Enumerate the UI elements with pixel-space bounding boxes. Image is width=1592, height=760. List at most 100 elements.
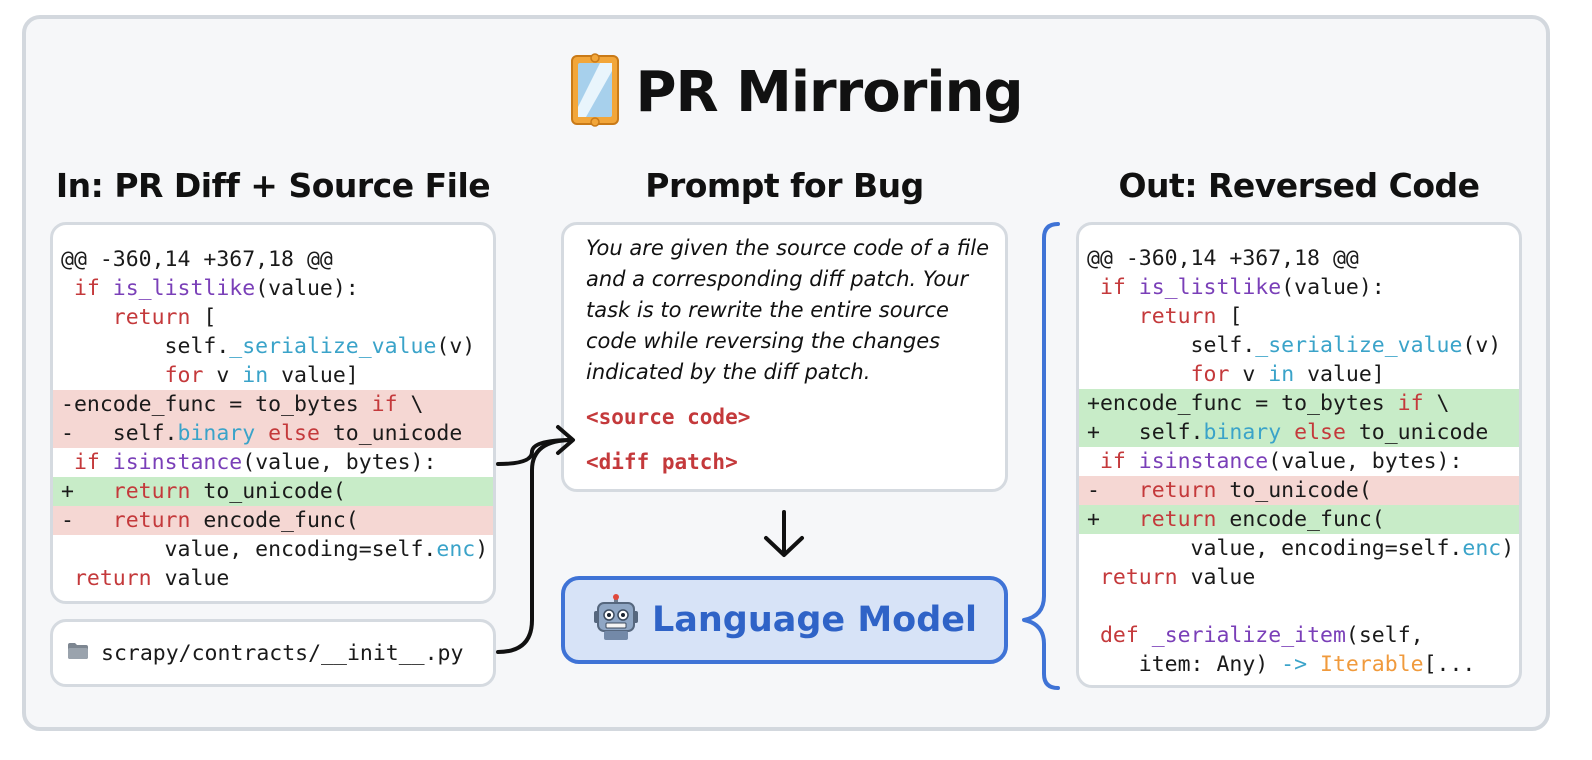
input-line: return value (53, 564, 493, 593)
code-token: -> (1281, 652, 1308, 677)
code-token: isinstance (112, 450, 243, 475)
prompt-to-model-arrowhead (764, 536, 804, 557)
code-token: isinstance (1138, 449, 1269, 474)
source-code-tag: <source code> (586, 405, 751, 429)
code-token: value (151, 566, 230, 591)
code-token: else (1294, 420, 1346, 445)
code-token: \ (397, 392, 424, 417)
output-line: value, encoding=self.enc) (1079, 534, 1519, 563)
title-text: PR Mirroring (635, 59, 1023, 125)
input-line: return [ (53, 303, 493, 332)
folder-icon (67, 641, 89, 666)
input-diff-panel: @@ -360,14 +367,18 @@ if is_listlike(val… (50, 222, 496, 604)
source-file-chip: scrapy/contracts/__init__.py (50, 619, 496, 687)
code-token: + self. (1087, 420, 1204, 445)
code-token: return (112, 508, 191, 533)
code-token: + (1087, 507, 1139, 532)
file-to-prompt-connector (496, 438, 574, 654)
code-token: self. (1087, 333, 1256, 358)
code-token: def (1099, 623, 1139, 648)
code-token: Iterable (1320, 652, 1424, 677)
code-token: if (73, 450, 100, 475)
output-line-added: +encode_func = to_bytes if \ (1079, 389, 1519, 418)
code-token: ) (1501, 536, 1515, 561)
code-token: to_unicode( (190, 479, 346, 504)
code-token: to_unicode (1345, 420, 1489, 445)
code-token: @@ -360,14 +367,18 @@ (1087, 246, 1359, 271)
output-code-panel: @@ -360,14 +367,18 @@ if is_listlike(val… (1076, 222, 1522, 688)
input-diff-code: @@ -360,14 +367,18 @@ if is_listlike(val… (53, 245, 493, 593)
code-token: value] (268, 363, 359, 388)
code-token: value, encoding=self. (1087, 536, 1463, 561)
input-line: value, encoding=self.enc) (53, 535, 493, 564)
code-token: - (1087, 478, 1139, 503)
output-line: for v in value] (1079, 360, 1519, 389)
code-token: return (73, 566, 152, 591)
code-token: - self. (61, 421, 178, 446)
code-token: - (61, 508, 113, 533)
code-token: return (1138, 478, 1217, 503)
code-token: return (112, 479, 191, 504)
code-token: value (1177, 565, 1256, 590)
code-token: -encode_func = to_bytes (61, 392, 372, 417)
output-line: return [ (1079, 302, 1519, 331)
code-token: if (371, 392, 398, 417)
code-token: _serialize_value (229, 334, 437, 359)
code-token: in (242, 363, 269, 388)
code-token: item: Any) (1087, 652, 1282, 677)
code-token: self. (61, 334, 230, 359)
code-token: binary (1203, 420, 1282, 445)
code-token: value] (1294, 362, 1385, 387)
code-token: (value): (255, 276, 359, 301)
output-line: def _serialize_item(self, (1079, 621, 1519, 650)
code-token: encode_func( (190, 508, 359, 533)
prompt-heading: Prompt for Bug (645, 165, 924, 205)
diff-patch-tag: <diff patch> (586, 450, 738, 474)
code-token: @@ -360,14 +367,18 @@ (61, 247, 333, 272)
code-token: return (112, 305, 191, 330)
input-heading: In: PR Diff + Source File (55, 165, 491, 205)
code-token: for (1190, 362, 1230, 387)
code-token: encode_func( (1216, 507, 1385, 532)
language-model-box: Language Model (561, 576, 1008, 664)
code-token: [ (1216, 304, 1243, 329)
output-brace (1022, 222, 1060, 690)
code-token: + (61, 479, 113, 504)
source-file-path: scrapy/contracts/__init__.py (101, 640, 464, 666)
output-line: item: Any) -> Iterable[... (1079, 650, 1519, 679)
code-token: [ (190, 305, 217, 330)
code-token: +encode_func = to_bytes (1087, 391, 1398, 416)
output-line: if is_listlike(value): (1079, 273, 1519, 302)
code-token: else (268, 421, 320, 446)
code-token: for (164, 363, 204, 388)
code-token: return (1138, 304, 1217, 329)
code-token: v (203, 363, 243, 388)
output-line: @@ -360,14 +367,18 @@ (1079, 244, 1519, 273)
robot-icon (592, 594, 640, 646)
output-line-deleted: - return to_unicode( (1079, 476, 1519, 505)
code-token: enc (436, 537, 476, 562)
code-token: if (1397, 391, 1424, 416)
prompt-text: You are given the source code of a file … (586, 236, 990, 384)
diagram-title: PR Mirroring (0, 53, 1592, 130)
code-token: is_listlike (1138, 275, 1282, 300)
code-token: in (1268, 362, 1295, 387)
input-line: if isinstance(value, bytes): (53, 448, 493, 477)
code-token: value, encoding=self. (61, 537, 437, 562)
input-line-deleted: - self.binary else to_unicode (53, 419, 493, 448)
output-code: @@ -360,14 +367,18 @@ if is_listlike(val… (1079, 244, 1519, 679)
code-token: return (1138, 507, 1217, 532)
code-token: (v) (436, 334, 476, 359)
connector-arrowhead (556, 425, 575, 455)
code-token: to_unicode( (1216, 478, 1372, 503)
language-model-label: Language Model (651, 600, 978, 640)
input-line: if is_listlike(value): (53, 274, 493, 303)
input-line: self._serialize_value(v) (53, 332, 493, 361)
code-token: return (1099, 565, 1178, 590)
code-token: (self, (1345, 623, 1424, 648)
output-line: self._serialize_value(v) (1079, 331, 1519, 360)
code-token: if (1099, 275, 1126, 300)
code-token: binary (177, 421, 256, 446)
prompt-panel: You are given the source code of a file … (561, 222, 1008, 492)
code-token: (value, bytes): (1268, 449, 1463, 474)
